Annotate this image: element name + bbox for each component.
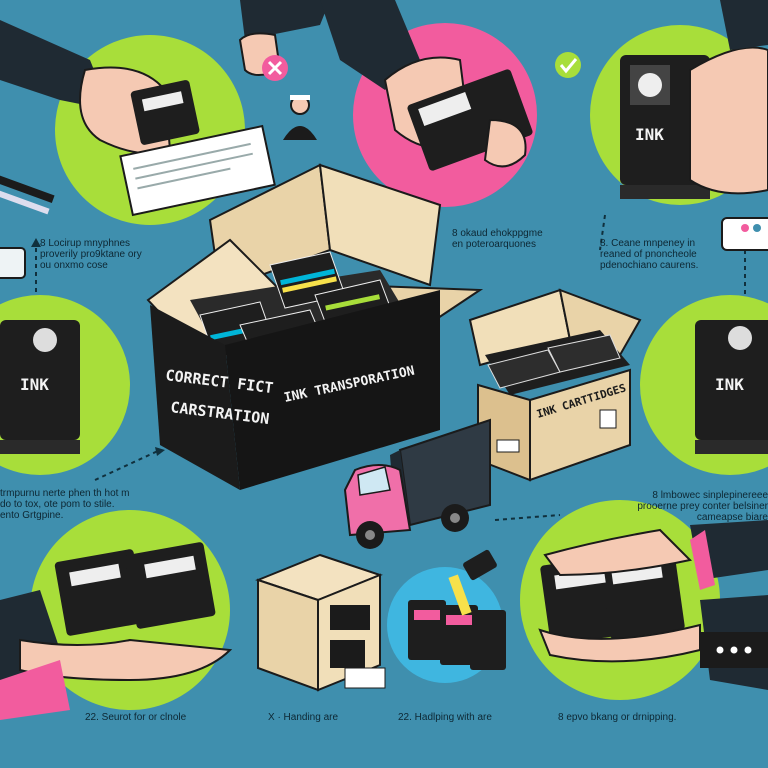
pink-hands-cartridge bbox=[320, 0, 537, 207]
cartridge-label-right: INK bbox=[715, 375, 744, 394]
delivery-truck bbox=[343, 418, 491, 549]
caption-center-mid: 8 okaud ehokppgme en poteroarquones bbox=[452, 228, 592, 250]
caption-line: 8 Locirup mnyphnes bbox=[40, 238, 131, 249]
check-icon bbox=[555, 52, 581, 78]
cartridge-label-top: INK bbox=[635, 125, 664, 144]
pink-cartridges-device bbox=[387, 549, 506, 683]
lime-cartridge-hand bbox=[590, 0, 768, 205]
lime-hands-bottom-right bbox=[520, 500, 768, 700]
caption-line: en poteroarquones bbox=[452, 239, 536, 250]
caption-right-low: 8 lmbowec sinplepinereee prooerne prey c… bbox=[615, 490, 768, 523]
menu-dots-icon bbox=[700, 632, 768, 668]
caption-line: do to tox, ote pom to stile. bbox=[0, 499, 115, 510]
phone-icon bbox=[0, 217, 768, 279]
caption-line: reaned of pnoncheole bbox=[600, 249, 697, 260]
caption-line: pdenochiano caurens. bbox=[600, 260, 699, 271]
lime-hands-bottom-left bbox=[0, 510, 233, 720]
person-icon bbox=[283, 95, 317, 140]
caption-left-mid: 8 Locirup mnyphnes proverily pro9ktane o… bbox=[40, 238, 190, 271]
caption-left-low: trmpurnu nerte phen th hot m do to tox, … bbox=[0, 488, 175, 521]
footer-caption-2: X · Handing are bbox=[268, 712, 339, 723]
caption-line: proverily pro9ktane ory bbox=[40, 249, 142, 260]
caption-line: 8 okaud ehokppgme bbox=[452, 228, 543, 239]
lime-cartridge-left bbox=[0, 295, 130, 475]
cross-icon bbox=[262, 55, 288, 81]
caption-right-mid: 8. Ceane mnpeney in reaned of pnoncheole… bbox=[600, 238, 720, 271]
caption-line: ou onxmo cose bbox=[40, 260, 108, 271]
footer-caption-4: 8 epvo bkang or drnipping. bbox=[558, 712, 677, 723]
footer-caption-3: 22. Hadlping with are bbox=[398, 712, 492, 723]
pen-icon bbox=[0, 174, 55, 215]
hands-cartridge-paper bbox=[0, 0, 330, 225]
cartridge-label-left: INK bbox=[20, 375, 49, 394]
caption-line: 8 lmbowec sinplepinereee bbox=[652, 490, 768, 501]
big-shipping-box bbox=[146, 163, 484, 490]
caption-line: trmpurnu nerte phen th hot m bbox=[0, 488, 130, 499]
caption-line: ento Grtgpine. bbox=[0, 510, 64, 521]
caption-line: prooerne prey conter belsiner bbox=[637, 501, 768, 512]
closed-box-bottom bbox=[255, 553, 386, 692]
caption-line: cameapse biare bbox=[696, 512, 768, 523]
caption-line: 8. Ceane mnpeney in bbox=[600, 238, 696, 249]
lime-cartridge-right bbox=[640, 295, 768, 475]
footer-caption-1: 22. Seurot for or clnole bbox=[85, 712, 187, 723]
small-open-box bbox=[468, 288, 642, 482]
